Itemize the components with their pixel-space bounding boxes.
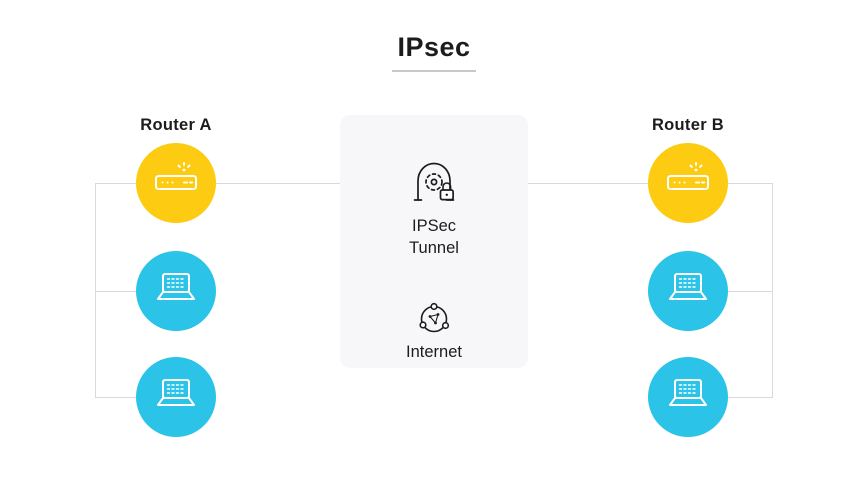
connector-line <box>95 397 136 398</box>
router-b-node <box>648 143 728 223</box>
router-a-label: Router A <box>140 116 212 134</box>
internet-network-icon <box>410 295 458 348</box>
internet-label: Internet <box>406 343 462 361</box>
laptop-icon <box>150 369 202 426</box>
connector-line <box>95 291 136 292</box>
tunnel-lock-icon <box>406 153 462 214</box>
laptop-icon <box>662 369 714 426</box>
wireless-router-icon <box>662 155 714 212</box>
connector-line <box>216 183 340 184</box>
laptop-node-b1 <box>648 251 728 331</box>
laptop-node-a1 <box>136 251 216 331</box>
laptop-icon <box>662 263 714 320</box>
wireless-router-icon <box>150 155 202 212</box>
connector-line <box>95 183 136 184</box>
connector-line <box>728 397 773 398</box>
laptop-icon <box>150 263 202 320</box>
tunnel-label: IPSec Tunnel <box>409 217 459 258</box>
page-title: IPsec <box>397 32 471 62</box>
router-a-node <box>136 143 216 223</box>
connector-line <box>728 291 773 292</box>
connector-line <box>772 183 773 397</box>
title-underline <box>392 70 476 72</box>
laptop-node-a2 <box>136 357 216 437</box>
connector-line <box>528 183 648 184</box>
ipsec-tunnel-panel: IPSec Tunnel Internet <box>340 115 528 368</box>
laptop-node-b2 <box>648 357 728 437</box>
connector-line <box>728 183 773 184</box>
connector-line <box>95 183 96 397</box>
router-b-label: Router B <box>651 116 725 134</box>
